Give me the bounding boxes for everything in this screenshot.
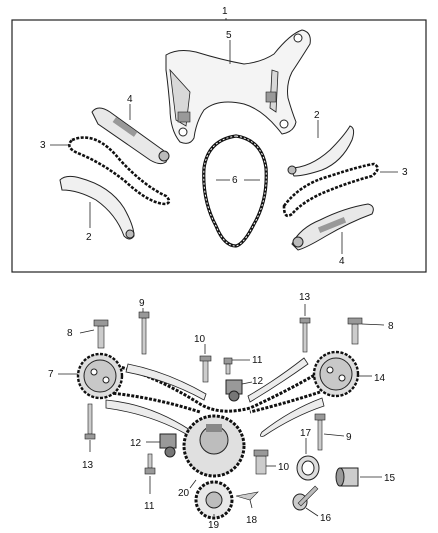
callout-11-bottom: 11 (144, 501, 155, 512)
callout-20: 20 (178, 488, 190, 499)
callout-1: 1 (222, 6, 228, 17)
right-secondary-chain (282, 162, 379, 218)
callout-19: 19 (208, 520, 220, 531)
callout-6: 6 (232, 175, 238, 186)
left-chain-guide (91, 107, 170, 165)
callout-14: 14 (374, 373, 386, 384)
long-bolt-right (314, 413, 326, 451)
callout-8-left: 8 (67, 328, 73, 339)
callout-12-right: 12 (252, 376, 264, 387)
right-tensioner-arm (287, 125, 355, 177)
crank-sprocket-assembly (182, 414, 246, 520)
callout-4-left: 4 (127, 94, 133, 105)
small-bolt-center (223, 357, 233, 375)
shaft-sleeve (335, 467, 359, 487)
left-tensioner-arm (59, 175, 135, 240)
bolt-upper-left (93, 319, 109, 349)
bolt-center-lower (253, 449, 269, 475)
right-cam-sprocket (312, 350, 360, 398)
bolt-lower-left (144, 453, 156, 475)
callout-10-top: 10 (194, 334, 206, 345)
callout-18: 18 (246, 515, 258, 526)
right-tensioner (225, 379, 243, 402)
center-timing-chain (202, 134, 268, 248)
callout-13-top: 13 (299, 292, 311, 303)
timing-cover-bracket (165, 29, 311, 144)
long-bolt-bottom-left (84, 403, 96, 440)
left-secondary-chain (68, 136, 171, 206)
callout-17: 17 (300, 428, 312, 439)
bolt-upper-right (347, 317, 363, 345)
bolt-center-upper (199, 355, 212, 383)
pin-plunger (292, 485, 319, 511)
left-cam-sprocket (76, 352, 124, 400)
callout-13-bottom: 13 (82, 460, 94, 471)
callout-15: 15 (384, 473, 396, 484)
lower-drive-assembly: 7 14 20 19 18 12 (48, 292, 396, 531)
upper-assembly-panel: 1 5 6 3 (11, 6, 427, 273)
callout-2-right: 2 (314, 110, 320, 121)
callout-12-left: 12 (130, 438, 142, 449)
seal-ring (296, 455, 320, 481)
crank-key (235, 491, 259, 501)
long-bolt-top-left (138, 311, 150, 355)
callout-5: 5 (226, 30, 232, 41)
callout-7: 7 (48, 369, 54, 380)
callout-8-right: 8 (388, 321, 394, 332)
right-chain-guide (291, 203, 374, 251)
long-bolt-top-right (299, 317, 311, 353)
assembly-frame (11, 19, 427, 273)
callout-4-right: 4 (339, 256, 345, 267)
callout-10-bottom: 10 (278, 462, 290, 473)
callout-2-left: 2 (86, 232, 92, 243)
callout-3-left: 3 (40, 140, 46, 151)
callout-9-top: 9 (139, 298, 145, 309)
callout-3-right: 3 (402, 167, 408, 178)
callout-16: 16 (320, 513, 332, 524)
callout-9-right: 9 (346, 432, 352, 443)
callout-11-top: 11 (252, 355, 263, 366)
left-tensioner (159, 433, 177, 458)
